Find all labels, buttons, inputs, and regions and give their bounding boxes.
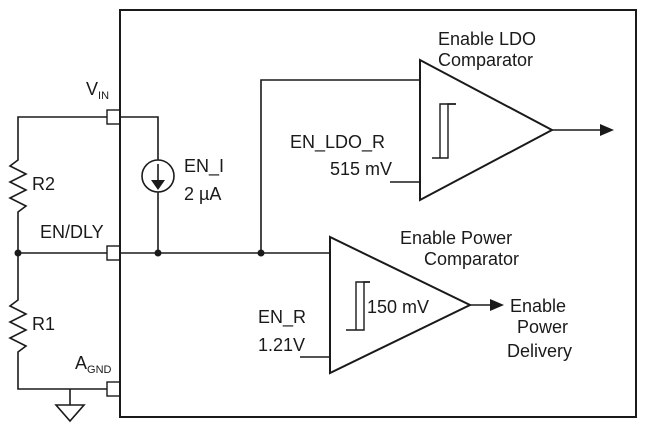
ldo-hysteresis-icon-b	[439, 103, 456, 158]
r1-label: R1	[32, 314, 55, 334]
en-junction-dot-1	[154, 249, 162, 257]
ldo-title-line1: Enable LDO	[438, 29, 536, 49]
agnd-label: AGND	[75, 353, 112, 376]
power-output-arrow-icon	[490, 299, 504, 311]
power-title-line2: Comparator	[424, 249, 519, 269]
output-line3: Delivery	[507, 341, 572, 361]
ldo-output-arrow-icon	[600, 124, 614, 136]
ldo-title-line2: Comparator	[438, 50, 533, 70]
vin-external-wire	[17, 116, 107, 150]
en-dly-pin	[106, 245, 121, 261]
output-line2: Power	[517, 317, 568, 337]
power-hysteresis-icon-b	[355, 281, 370, 330]
r2-label: R2	[32, 174, 55, 194]
ground-icon	[54, 404, 86, 423]
ldo-hysteresis-icon	[432, 103, 456, 159]
ldo-ref-value: 515 mV	[330, 159, 392, 179]
power-hysteresis-label: 150 mV	[367, 297, 429, 317]
power-comparator	[329, 235, 473, 375]
ldo-ref-name: EN_LDO_R	[290, 132, 385, 153]
agnd-pin	[106, 381, 121, 397]
en-dly-label: EN/DLY	[40, 222, 104, 242]
current-arrow-icon	[151, 180, 165, 190]
current-source-value: 2 µA	[184, 184, 221, 204]
divider-junction-dot	[14, 249, 22, 257]
current-source-name: EN_I	[184, 156, 224, 177]
agnd-external-wire	[17, 360, 107, 390]
r2-resistor	[8, 150, 28, 222]
vin-pin	[106, 109, 121, 125]
ic-outline	[119, 9, 637, 418]
ldo-comparator	[419, 58, 555, 202]
output-line1: Enable	[510, 296, 566, 316]
r1-resistor	[8, 290, 28, 360]
ldo-input-wire	[260, 79, 420, 253]
vin-label: VIN	[86, 79, 109, 102]
power-ref-value: 1.21V	[258, 335, 305, 355]
power-ref-name: EN_R	[258, 307, 306, 328]
vin-internal-wire	[120, 116, 159, 160]
power-title-line1: Enable Power	[400, 228, 512, 248]
